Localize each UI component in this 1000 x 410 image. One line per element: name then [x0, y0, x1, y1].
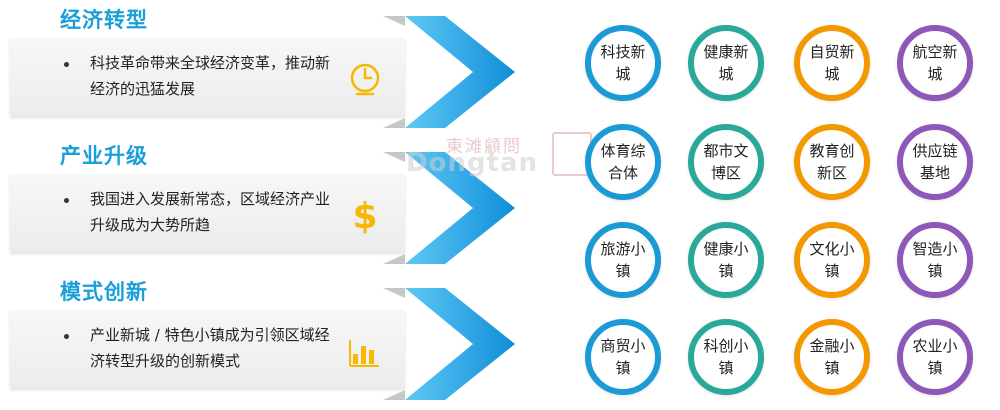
chevron-arrow — [383, 16, 515, 128]
watermark-cn: 東滩顧問 — [446, 137, 522, 157]
circle-label: 健康小镇 — [703, 240, 749, 280]
circle-label: 农业小镇 — [912, 337, 958, 377]
section-title: 模式创新 — [60, 280, 148, 304]
circle-label: 科技新城 — [600, 43, 646, 83]
circle-label: 金融小镇 — [809, 337, 855, 377]
section-description: 产业新城 / 特色小镇成为引领区域经济转型升级的创新模式 — [90, 326, 330, 370]
section-panel: 产业新城 / 特色小镇成为引领区域经济转型升级的创新模式 — [10, 310, 405, 388]
circle-item: 供应链基地 — [897, 124, 973, 200]
section-panel: 科技革命带来全球经济变革，推动新经济的迅猛发展 — [10, 38, 405, 116]
circle-item: 航空新城 — [897, 25, 973, 101]
watermark-logo: 東滩顧問 Dongtan — [406, 132, 596, 187]
circle-label: 自贸新城 — [809, 43, 855, 83]
circle-item: 教育创新区 — [794, 124, 870, 200]
circle-item: 健康新城 — [688, 25, 764, 101]
section-panel: 我国进入发展新常态，区域经济产业升级成为大势所趋 $ — [10, 174, 405, 252]
bullet-dot — [64, 198, 69, 203]
chevron-arrow — [383, 152, 515, 264]
circle-item: 自贸新城 — [794, 25, 870, 101]
circle-item: 健康小镇 — [688, 222, 764, 298]
circle-label: 航空新城 — [912, 43, 958, 83]
section-description: 科技革命带来全球经济变革，推动新经济的迅猛发展 — [90, 54, 331, 98]
circle-label: 都市文博区 — [703, 142, 749, 182]
section-title: 经济转型 — [60, 8, 148, 32]
circle-label: 健康新城 — [703, 43, 749, 83]
bullet-dot — [64, 334, 69, 339]
section-economic-transformation: 经济转型 科技革命带来全球经济变革，推动新经济的迅猛发展 — [0, 4, 520, 134]
circle-item: 商贸小镇 — [585, 319, 661, 395]
circle-label: 商贸小镇 — [600, 337, 646, 377]
circle-label: 科创小镇 — [703, 337, 749, 377]
svg-text:$: $ — [352, 196, 377, 234]
circle-item: 智造小镇 — [897, 222, 973, 298]
circle-label: 供应链基地 — [912, 142, 958, 182]
circle-item: 科技新城 — [585, 25, 661, 101]
watermark-en: Dongtan — [406, 148, 539, 178]
section-description: 我国进入发展新常态，区域经济产业升级成为大势所趋 — [90, 190, 331, 234]
circle-label: 旅游小镇 — [600, 240, 646, 280]
section-title: 产业升级 — [60, 144, 148, 168]
circle-item: 文化小镇 — [794, 222, 870, 298]
bullet-dot — [64, 62, 69, 67]
circle-label: 文化小镇 — [809, 240, 855, 280]
chevron-arrow — [383, 288, 515, 400]
circle-label: 智造小镇 — [912, 240, 958, 280]
clock-icon — [350, 63, 380, 96]
circle-item: 科创小镇 — [688, 319, 764, 395]
circle-label: 教育创新区 — [809, 142, 855, 182]
section-model-innovation: 模式创新 产业新城 / 特色小镇成为引领区域经济转型升级的创新模式 — [0, 276, 520, 406]
bar-chart-icon — [349, 340, 379, 367]
circle-item: 旅游小镇 — [585, 222, 661, 298]
circle-label: 体育综合体 — [600, 142, 646, 182]
circle-item: 都市文博区 — [688, 124, 764, 200]
section-industrial-upgrade: 产业升级 我国进入发展新常态，区域经济产业升级成为大势所趋 $ — [0, 140, 520, 270]
dollar-icon: $ — [352, 196, 377, 234]
circle-item: 金融小镇 — [794, 319, 870, 395]
circle-item: 农业小镇 — [897, 319, 973, 395]
circle-item: 体育综合体 — [585, 124, 661, 200]
